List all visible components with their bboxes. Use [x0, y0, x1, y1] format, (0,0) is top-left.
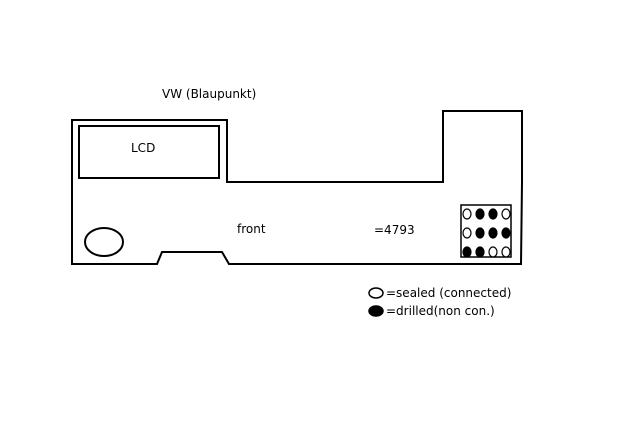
- pin-drilled: [501, 227, 511, 239]
- code-label: =4793: [374, 223, 415, 237]
- round-knob: [84, 227, 124, 257]
- pin-sealed: [462, 208, 472, 220]
- lcd-display: [78, 125, 220, 179]
- drilled-legend-label: =drilled(non con.): [386, 304, 495, 318]
- radio-outline: [71, 110, 523, 265]
- sealed-legend-icon: [368, 287, 384, 299]
- pin-drilled: [488, 227, 498, 239]
- pin-drilled: [462, 246, 472, 258]
- pin-grid: [462, 208, 511, 258]
- lcd-label: LCD: [131, 141, 155, 155]
- pin-connector: [460, 204, 512, 258]
- sealed-legend-label: =sealed (connected): [386, 286, 511, 300]
- pin-sealed: [488, 246, 498, 258]
- diagram-title: VW (Blaupunkt): [162, 87, 256, 101]
- pin-sealed: [501, 208, 511, 220]
- pin-sealed: [501, 246, 511, 258]
- pin-drilled: [475, 208, 485, 220]
- pin-drilled: [475, 246, 485, 258]
- pin-sealed: [462, 227, 472, 239]
- pin-drilled: [488, 208, 498, 220]
- front-label: front: [237, 222, 266, 236]
- drilled-legend-icon: [368, 305, 384, 317]
- pin-drilled: [475, 227, 485, 239]
